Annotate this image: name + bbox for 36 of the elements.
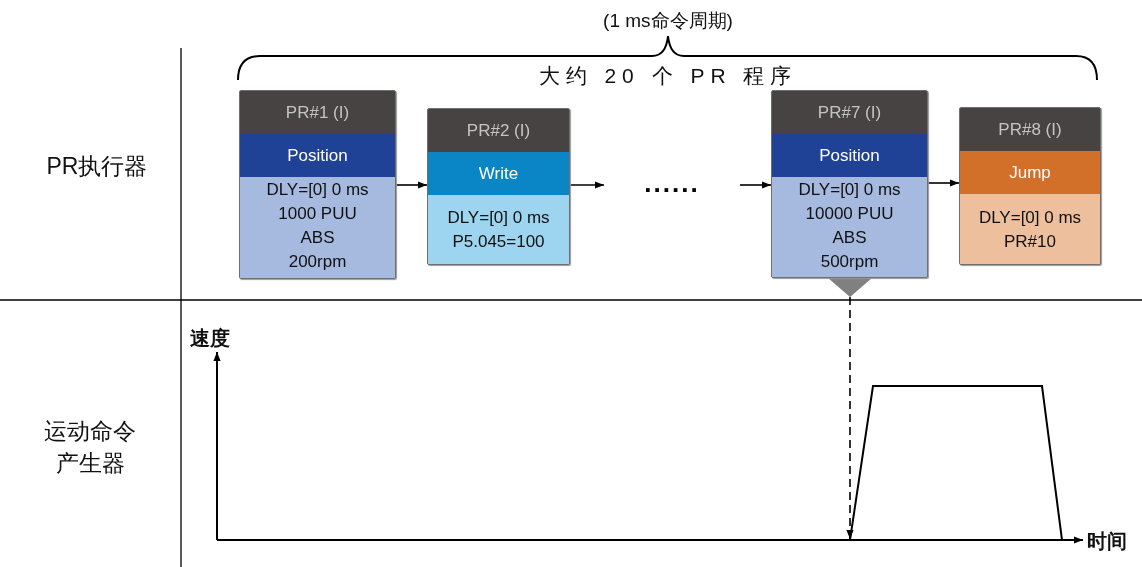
parameter-text: 200rpm — [288, 251, 347, 273]
parameter-text: ABS — [832, 227, 867, 249]
cycle-note: (1 ms命令周期) — [603, 9, 733, 33]
pr-card — [427, 108, 570, 265]
card-header: PR#8 (I) — [960, 108, 1100, 151]
parameter-text: 1000 PUU — [278, 203, 357, 225]
row-label: PR执行器 — [46, 152, 148, 181]
command-type: Write — [428, 152, 569, 195]
pr-card — [771, 90, 928, 278]
pr-card — [959, 107, 1101, 265]
ellipsis-dots: ...... — [604, 168, 740, 198]
command-type: Jump — [960, 151, 1100, 194]
arrow — [927, 179, 960, 187]
command-type: Position — [772, 134, 927, 177]
parameter-text: 500rpm — [820, 251, 879, 273]
parameter-text: PR#10 — [1004, 230, 1056, 253]
parameter-text: ABS — [300, 227, 335, 249]
parameter-text: DLY=[0] 0 ms — [266, 179, 369, 201]
pr-card — [239, 90, 396, 279]
parameter-text: DLY=[0] 0 ms — [978, 206, 1082, 229]
velocity-profile — [849, 385, 1064, 542]
parameter-text: P5.045=100 — [452, 231, 545, 253]
parameter-text: DLY=[0] 0 ms — [798, 179, 901, 201]
arrow — [569, 181, 605, 189]
card-header: PR#2 (I) — [428, 109, 569, 152]
axis-label: 速度 — [190, 326, 230, 351]
parameter-text: 10000 PUU — [805, 203, 894, 225]
row-label: 运动命令产生器 — [43, 417, 137, 479]
axis-label: 时间 — [1087, 529, 1127, 554]
brace-label: 大约 20 个 PR 程序 — [538, 63, 798, 89]
card-header: PR#1 (I) — [240, 91, 395, 134]
command-type: Position — [240, 134, 395, 177]
parameter-text: DLY=[0] 0 ms — [447, 207, 550, 229]
arrow — [395, 181, 428, 189]
arrow — [739, 181, 772, 189]
card-header: PR#7 (I) — [772, 91, 927, 134]
